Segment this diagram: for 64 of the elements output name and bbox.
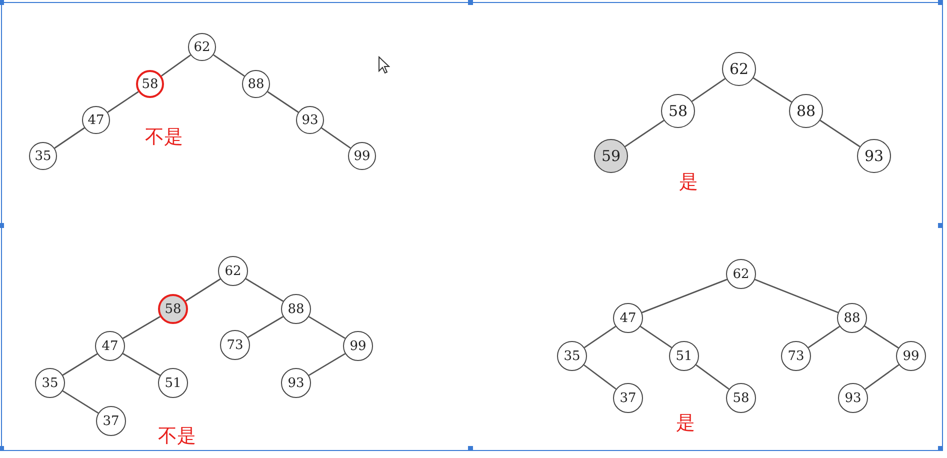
- tree-edge: [584, 364, 616, 390]
- tree-edge: [753, 77, 792, 103]
- tree-edge: [185, 278, 221, 302]
- tree-node: 35: [29, 142, 57, 170]
- tree-edge: [754, 278, 838, 314]
- tree-node: 35: [557, 341, 587, 371]
- tree-edge: [122, 353, 160, 376]
- tree-edge: [308, 353, 346, 376]
- tree-node: 93: [296, 106, 324, 134]
- tree-edge: [62, 353, 98, 376]
- verdict-label: 不是: [145, 125, 183, 150]
- tree-edge: [808, 326, 840, 348]
- tree-node: 93: [838, 383, 868, 413]
- tree-node: 62: [726, 259, 756, 289]
- tree-edge: [62, 390, 99, 414]
- tree-node: 58: [661, 94, 695, 128]
- tree-edge: [820, 120, 860, 148]
- tree-node: 47: [82, 106, 110, 134]
- tree-edge: [267, 91, 299, 113]
- tree-node: 51: [158, 368, 188, 398]
- tree-edge: [642, 278, 728, 314]
- tree-node: 73: [220, 330, 250, 360]
- tree-edge: [640, 326, 672, 348]
- tree-edge: [624, 120, 664, 148]
- tree-node: 62: [218, 256, 248, 286]
- highlighted-node: 59: [594, 139, 628, 173]
- tree-node: 62: [188, 33, 216, 61]
- tree-edge: [696, 364, 730, 390]
- tree-node: 58: [726, 383, 756, 413]
- tree-edge: [122, 316, 160, 339]
- tree-edge: [107, 91, 139, 113]
- tree-edge: [54, 127, 85, 149]
- highlighted-node: 58: [136, 70, 164, 98]
- tree-node: 88: [837, 303, 867, 333]
- tree-edge: [161, 54, 191, 76]
- tree-node: 88: [242, 70, 270, 98]
- tree-edge: [308, 316, 346, 339]
- tree-edge: [864, 364, 900, 390]
- tree-node: 47: [613, 303, 643, 333]
- tree-edge: [864, 326, 899, 348]
- tree-node: 62: [722, 52, 756, 86]
- tree-edge: [692, 78, 726, 102]
- tree-node: 88: [789, 94, 823, 128]
- verdict-label: 是: [676, 411, 695, 436]
- tree-edge: [213, 54, 245, 77]
- highlighted-node: 58: [158, 294, 188, 324]
- tree-node: 37: [96, 406, 126, 436]
- tree-edge: [245, 278, 284, 302]
- verdict-label: 是: [679, 170, 698, 195]
- tree-node: 51: [669, 341, 699, 371]
- tree-edge: [584, 326, 616, 348]
- tree-edge: [248, 316, 284, 338]
- verdict-label: 不是: [158, 424, 196, 449]
- tree-node: 88: [281, 294, 311, 324]
- tree-node: 93: [281, 368, 311, 398]
- tree-node: 99: [896, 341, 926, 371]
- tree-node: 99: [348, 142, 376, 170]
- tree-edge: [321, 127, 351, 149]
- tree-node: 37: [613, 383, 643, 413]
- tree-node: 47: [95, 331, 125, 361]
- tree-node: 93: [857, 139, 891, 173]
- tree-node: 99: [343, 331, 373, 361]
- tree-node: 35: [35, 368, 65, 398]
- tree-node: 73: [781, 341, 811, 371]
